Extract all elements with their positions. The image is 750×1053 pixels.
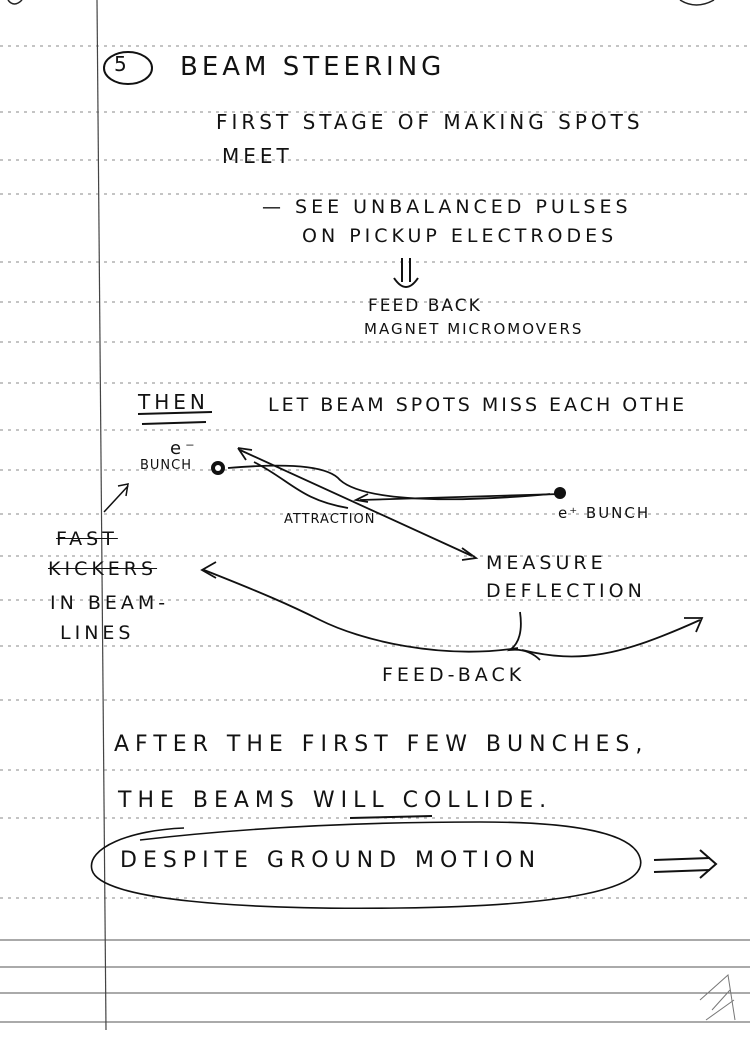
then-word: THEN [138, 390, 209, 414]
electron-symbol: e⁻ [170, 438, 199, 459]
after-line: AFTER THE FIRST FEW BUNCHES, [114, 732, 649, 757]
stage-line-2: MEET [222, 144, 293, 168]
kickers-line-2: KICKERS [48, 558, 158, 580]
see-line-1: — SEE UNBALANCED PULSES [262, 196, 632, 218]
measure-line-2: DEFLECTION [486, 580, 646, 602]
kickers-line-4: LINES [60, 622, 135, 644]
attraction-curve [253, 461, 349, 509]
margin-line [96, 0, 107, 1031]
attraction-label: ATTRACTION [284, 512, 376, 527]
despite-loop-outline [90, 821, 642, 910]
positron-bunch-label: e⁺ BUNCH [558, 504, 651, 522]
electron-bunch-icon [211, 461, 225, 475]
beams-line: THE BEAMS WILL COLLIDE. [118, 788, 553, 813]
electron-beam-path [227, 464, 551, 501]
section-title: BEAM STEERING [180, 52, 446, 82]
deflection-arrow [239, 449, 473, 557]
section-number-circle [103, 51, 153, 85]
down-arrow-icon [393, 258, 419, 288]
electron-bunch-label: BUNCH [140, 458, 193, 473]
positron-bunch-icon [554, 487, 566, 499]
feedback-bottom-label: FEED-BACK [382, 664, 526, 686]
despite-line: DESPITE GROUND MOTION [120, 848, 542, 873]
measure-line-1: MEASURE [486, 552, 607, 574]
double-arrow-icon [653, 849, 718, 879]
feedback-line-2: MAGNET MICROMOVERS [364, 320, 584, 338]
see-line-2: ON PICKUP ELECTRODES [302, 225, 618, 247]
feedback-loop-arrow [200, 561, 704, 658]
feedback-line-1: FEED BACK [368, 296, 482, 316]
kickers-line-1: FAST [56, 528, 118, 550]
then-rest: LET BEAM SPOTS MISS EACH OTHE [268, 394, 688, 416]
kickers-line-3: IN BEAM- [50, 592, 170, 614]
stage-line-1: FIRST STAGE OF MAKING SPOTS [216, 110, 644, 134]
section-number: 5 [114, 52, 131, 76]
